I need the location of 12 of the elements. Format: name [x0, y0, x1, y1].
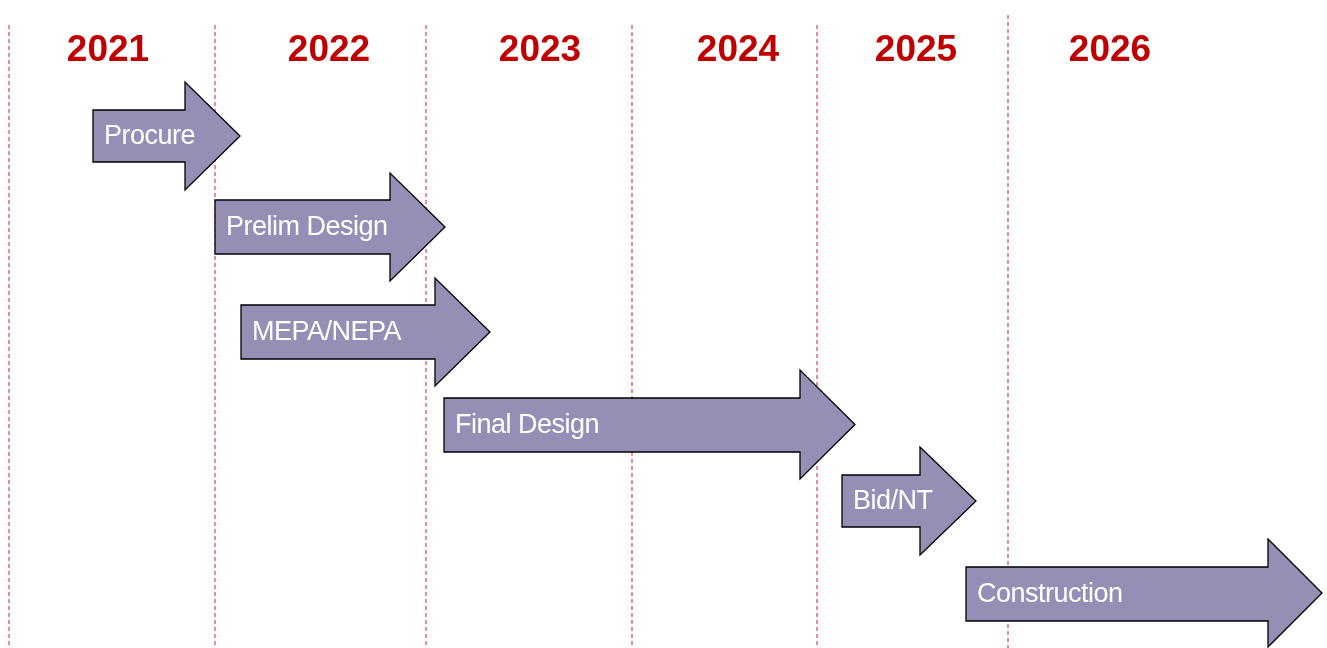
phase-label: Final Design: [455, 409, 600, 440]
year-label: 2022: [287, 28, 371, 70]
year-label: 2021: [66, 28, 150, 70]
year-label: 2026: [1068, 28, 1152, 70]
phase-label: MEPA/NEPA: [252, 316, 402, 347]
phase-label: Construction: [977, 578, 1123, 609]
year-label: 2023: [498, 28, 582, 70]
phase-label: Prelim Design: [226, 211, 388, 242]
year-label: 2024: [696, 28, 780, 70]
phase-label: Procure: [104, 120, 196, 151]
year-label: 2025: [874, 28, 958, 70]
phase-label: Bid/NT: [853, 485, 933, 516]
